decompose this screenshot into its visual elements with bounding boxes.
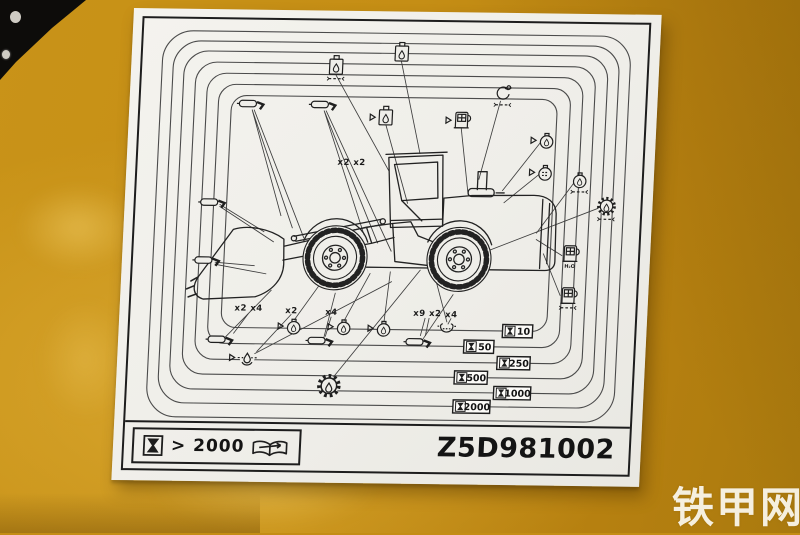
leader-lines [214, 61, 599, 381]
interval-box-50: 50 [462, 339, 495, 355]
oil-fill-icon [573, 173, 586, 188]
svg-text:1000: 1000 [504, 389, 531, 400]
interval-legend: > 2000 [131, 427, 303, 466]
fuel-filter-icon [559, 287, 579, 305]
check-marks-icon [326, 76, 345, 82]
interval-box-1000: 1000 [492, 385, 532, 401]
interval-boxes: 10 50 250 500 [451, 323, 534, 415]
multiplier-label: x4 [445, 310, 458, 320]
oil-can-icon [379, 106, 393, 125]
maintenance-decal: H₂O x2 x2 x2 x4 x2 x4 x9 x2 x4 10 [111, 8, 662, 487]
bolt-dot [10, 11, 21, 23]
decal-frame: H₂O x2 x2 x2 x4 x2 x4 x9 x2 x4 10 [120, 16, 652, 477]
light-reflection [18, 185, 138, 270]
oil-fill-icon [540, 133, 553, 148]
multiplier-label: x2 x4 [234, 303, 263, 313]
pointer-icon [445, 116, 452, 124]
gear-oil-icon [598, 198, 615, 214]
oil-level-icon [537, 164, 553, 181]
grease-point-icon [190, 255, 221, 268]
svg-text:2000: 2000 [463, 402, 490, 413]
bolt-dot [2, 50, 10, 59]
water-separator-label: H₂O [564, 264, 575, 270]
check-marks-icon [558, 305, 577, 311]
lubrication-diagram: H₂O x2 x2 x2 x4 x2 x4 x9 x2 x4 10 [146, 30, 631, 423]
operators-manual-book-icon [252, 440, 289, 457]
oil-fill-icon [287, 319, 300, 334]
oil-fill-icon [337, 320, 350, 335]
gear-oil-icon [318, 376, 339, 396]
interval-box-500: 500 [453, 370, 489, 386]
grease-point-icon [307, 99, 337, 112]
interval-box-10: 10 [501, 323, 534, 339]
svg-text:500: 500 [466, 373, 487, 384]
pointer-icon [528, 168, 536, 176]
pointer-icon [369, 113, 376, 121]
interval-box-250: 250 [495, 355, 532, 371]
part-number: Z5D981002 [436, 432, 616, 466]
svg-text:250: 250 [509, 359, 530, 370]
multiplier-label: x9 x2 [413, 309, 442, 319]
multiplier-label: x2 x2 [337, 158, 366, 168]
grease-point-icon [204, 334, 234, 347]
legend-threshold-text: > 2000 [170, 435, 245, 457]
multiplier-label: x2 [285, 306, 298, 316]
svg-text:10: 10 [517, 327, 531, 338]
svg-text:50: 50 [478, 342, 492, 353]
check-marks-icon [570, 189, 589, 195]
oil-can-icon [329, 56, 343, 75]
check-marks-icon [493, 102, 512, 108]
wheel-loader-drawing [185, 151, 557, 300]
watermark-text: 铁甲网 [671, 483, 800, 532]
multiplier-labels: x2 x2 x2 x4 x2 x4 x9 x2 x4 [234, 158, 458, 321]
coolant-icon [237, 350, 257, 365]
fuel-filter-icon [453, 111, 472, 129]
decal-footer: > 2000 Z5D981002 [122, 420, 630, 475]
oil-fill-icon [377, 321, 390, 336]
water-separator-icon [561, 245, 581, 263]
oil-can-icon [395, 42, 409, 61]
reservoir-icon [436, 323, 457, 333]
panel-shadow [0, 493, 260, 533]
service-interval-loops [146, 30, 631, 423]
hourglass-in-box-icon [142, 434, 164, 457]
pointer-icon [530, 136, 537, 144]
interval-box-2000: 2000 [451, 399, 491, 415]
grease-point-icon [235, 98, 265, 111]
multiplier-label: x4 [325, 308, 338, 318]
pointer-icon [367, 324, 374, 332]
